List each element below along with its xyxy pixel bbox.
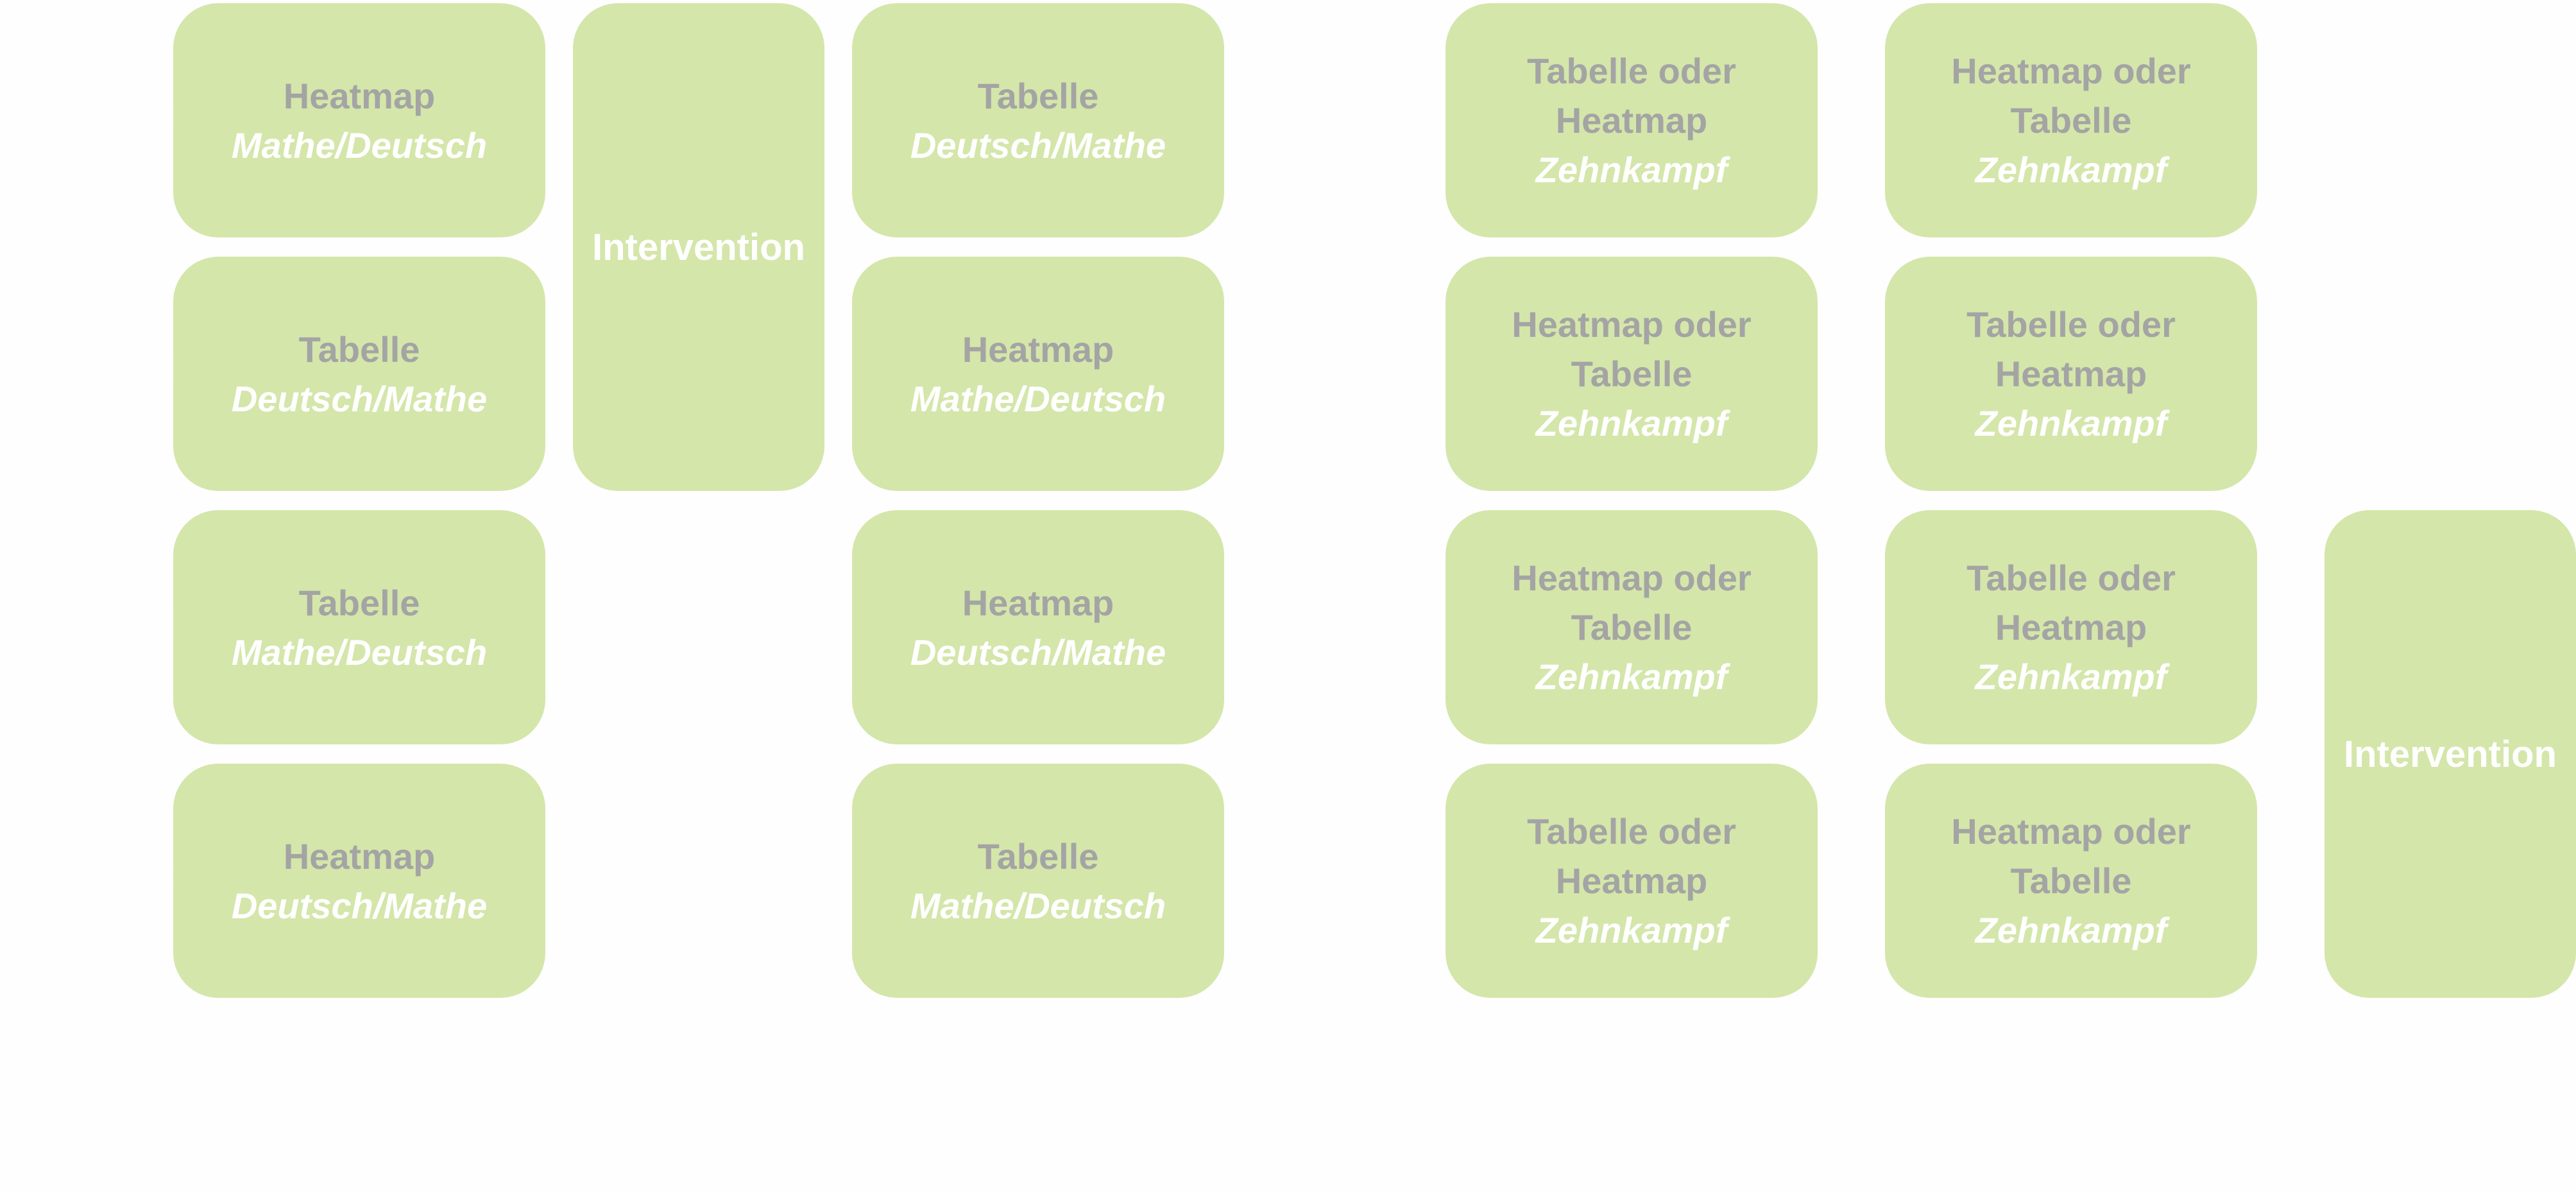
block-b-box-3: Heatmap Deutsch/Mathe <box>852 510 1224 744</box>
box-subtitle: Zehnkampf <box>1975 150 2167 190</box>
box-subtitle: Zehnkampf <box>1975 403 2167 443</box>
block-c-box-4: Tabelle oder Heatmap Zehnkampf <box>1446 764 1818 998</box>
block-c-box-2: Heatmap oder Tabelle Zehnkampf <box>1446 257 1818 491</box>
box-title: Heatmap <box>283 75 436 116</box>
block-b-box-2: Heatmap Mathe/Deutsch <box>852 257 1224 491</box>
box-subtitle: Zehnkampf <box>1535 656 1728 697</box>
box-subtitle: Zehnkampf <box>1535 403 1728 443</box>
block-d-box-4: Heatmap oder Tabelle Zehnkampf <box>1885 764 2257 998</box>
block-b-box-1: Tabelle Deutsch/Mathe <box>852 3 1224 237</box>
block-a-box-2: Tabelle Deutsch/Mathe <box>173 257 545 491</box>
intervention-label: Intervention <box>592 226 805 268</box>
box-title: Tabelle <box>298 329 420 370</box>
box-subtitle: Mathe/Deutsch <box>231 631 488 673</box>
box-title: Tabelle oder Heatmap <box>1966 558 2176 647</box>
box-subtitle: Zehnkampf <box>1535 910 1728 950</box>
box-title: Tabelle <box>298 582 420 623</box>
box-title: Heatmap oder Tabelle <box>1512 558 1752 647</box>
block-c-box-1: Tabelle oder Heatmap Zehnkampf <box>1446 3 1818 237</box>
box-subtitle: Mathe/Deutsch <box>231 124 488 166</box>
box-title: Tabelle oder Heatmap <box>1527 811 1736 901</box>
box-title: Heatmap oder Tabelle <box>1512 304 1752 394</box>
box-subtitle: Mathe/Deutsch <box>910 378 1166 419</box>
box-subtitle: Deutsch/Mathe <box>910 631 1166 673</box>
box-title: Tabelle oder Heatmap <box>1527 51 1736 141</box>
intervention-box-left: Intervention <box>573 3 824 491</box>
box-subtitle: Deutsch/Mathe <box>231 378 488 419</box>
box-title: Tabelle oder Heatmap <box>1966 304 2176 394</box>
block-a-box-1: Heatmap Mathe/Deutsch <box>173 3 545 237</box>
box-title: Heatmap <box>962 582 1114 623</box>
box-title: Heatmap <box>283 835 436 877</box>
box-subtitle: Mathe/Deutsch <box>910 885 1166 926</box>
block-b-box-4: Tabelle Mathe/Deutsch <box>852 764 1224 998</box>
block-c-box-3: Heatmap oder Tabelle Zehnkampf <box>1446 510 1818 744</box>
box-title: Heatmap oder Tabelle <box>1951 51 2191 141</box>
box-title: Heatmap oder Tabelle <box>1951 811 2191 901</box>
block-a-box-3: Tabelle Mathe/Deutsch <box>173 510 545 744</box>
block-a-box-4: Heatmap Deutsch/Mathe <box>173 764 545 998</box>
box-title: Tabelle <box>977 835 1099 877</box>
intervention-box-right: Intervention <box>2324 510 2576 998</box>
box-subtitle: Zehnkampf <box>1975 910 2167 950</box>
block-d-box-3: Tabelle oder Heatmap Zehnkampf <box>1885 510 2257 744</box>
box-title: Tabelle <box>977 75 1099 116</box>
box-subtitle: Zehnkampf <box>1975 656 2167 697</box>
block-d-box-1: Heatmap oder Tabelle Zehnkampf <box>1885 3 2257 237</box>
box-title: Heatmap <box>962 329 1114 370</box>
block-d-box-2: Tabelle oder Heatmap Zehnkampf <box>1885 257 2257 491</box>
box-subtitle: Deutsch/Mathe <box>910 124 1166 166</box>
box-subtitle: Deutsch/Mathe <box>231 885 488 926</box>
intervention-label: Intervention <box>2344 733 2557 775</box>
box-subtitle: Zehnkampf <box>1535 150 1728 190</box>
